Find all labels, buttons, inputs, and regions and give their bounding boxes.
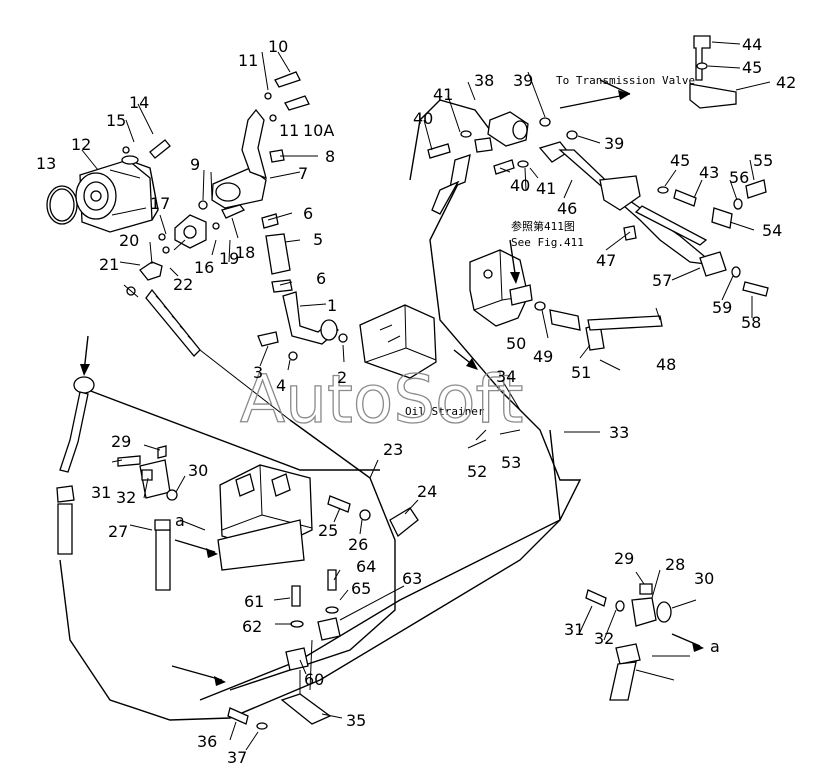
callout-39b: 39 [604,134,624,153]
note-see-fig-cn: 参照第411图 [511,219,575,233]
leader-lines [81,41,771,751]
part-callouts: 1 2 3 4 5 6 6 7 8 9 10 10A 11 11 12 13 1… [36,35,796,767]
bracket-24 [327,495,419,538]
callout-29a: 29 [111,432,131,451]
callout-59: 59 [712,298,732,317]
callout-43: 43 [699,163,719,182]
callout-29b: 29 [614,549,634,568]
callout-1: 1 [327,296,337,315]
callout-5: 5 [313,230,323,249]
callout-41b: 41 [536,179,556,198]
callout-33: 33 [609,423,629,442]
callout-21: 21 [99,255,119,274]
callout-23: 23 [383,440,403,459]
callout-40a: 40 [413,109,433,128]
callout-34: 34 [496,367,516,386]
callout-10: 10 [268,37,288,56]
arrow-icons [80,90,704,686]
callout-25: 25 [318,521,338,540]
callout-47: 47 [596,251,616,270]
note-see-fig-en: See Fig.411 [511,236,584,249]
callout-11b: 11 [279,121,299,140]
callout-6b: 6 [316,269,326,288]
callout-42: 42 [776,73,796,92]
callout-49: 49 [533,347,553,366]
callout-64: 64 [356,557,376,576]
callout-48: 48 [656,355,676,374]
oil-strainer [257,304,437,379]
callout-53: 53 [501,453,521,472]
callout-13: 13 [36,154,56,173]
callout-60: 60 [304,670,324,689]
note-oil-strainer: Oil Strainer [405,405,485,418]
callout-37: 37 [227,748,247,767]
leader-a1 [179,519,206,531]
pump-assembly [46,139,291,421]
callout-12: 12 [71,135,91,154]
callout-19: 19 [219,249,239,268]
callout-2: 2 [337,368,347,387]
callout-14: 14 [129,93,149,112]
callout-10A: 10A [303,121,334,140]
callout-39a: 39 [513,71,533,90]
callout-3: 3 [253,363,263,382]
note-transmission-valve: To Transmission Valve [556,74,695,87]
callout-38: 38 [474,71,494,90]
callout-28: 28 [665,555,685,574]
callout-22: 22 [173,275,193,294]
callout-7: 7 [298,164,308,183]
control-valve [469,249,663,351]
callout-31a: 31 [91,483,111,502]
callout-a2: a [710,637,720,656]
callout-45b: 45 [670,151,690,170]
callout-11a: 11 [238,51,258,70]
callout-9: 9 [190,155,200,174]
callout-57: 57 [652,271,672,290]
callout-31b: 31 [564,620,584,639]
callout-35: 35 [346,711,366,730]
elbow-hoses [211,71,348,345]
pipe-assembly [427,35,769,297]
callout-62: 62 [242,617,262,636]
callout-30b: 30 [694,569,714,588]
callout-18: 18 [235,243,255,262]
callout-32b: 32 [594,629,614,648]
callout-8: 8 [325,147,335,166]
callout-4: 4 [276,376,286,395]
detail-a [585,583,672,701]
callout-65: 65 [351,579,371,598]
callout-36: 36 [197,732,217,751]
callout-52: 52 [467,462,487,481]
callout-15: 15 [106,111,126,130]
callout-63: 63 [402,569,422,588]
callout-30a: 30 [188,461,208,480]
callout-50: 50 [506,334,526,353]
callout-55: 55 [753,151,773,170]
callout-27: 27 [108,522,128,541]
watermark: AutoSoft [240,361,523,438]
callout-56: 56 [729,168,749,187]
hose-lines [59,99,582,721]
valve-body [117,445,313,591]
left-hose [56,376,95,555]
callout-44: 44 [742,35,762,54]
clamp-assembly [227,569,341,730]
callout-20: 20 [119,231,139,250]
callout-61: 61 [244,592,264,611]
callout-26: 26 [348,535,368,554]
callout-41a: 41 [433,85,453,104]
callout-45a: 45 [742,58,762,77]
callout-16: 16 [194,258,214,277]
callout-46: 46 [557,199,577,218]
callout-40b: 40 [510,176,530,195]
callout-54: 54 [762,221,782,240]
callout-51: 51 [571,363,591,382]
callout-24: 24 [417,482,437,501]
callout-17: 17 [150,194,170,213]
callout-58: 58 [741,313,761,332]
callout-6a: 6 [303,204,313,223]
leader-52 [467,439,487,449]
callout-32a: 32 [116,488,136,507]
